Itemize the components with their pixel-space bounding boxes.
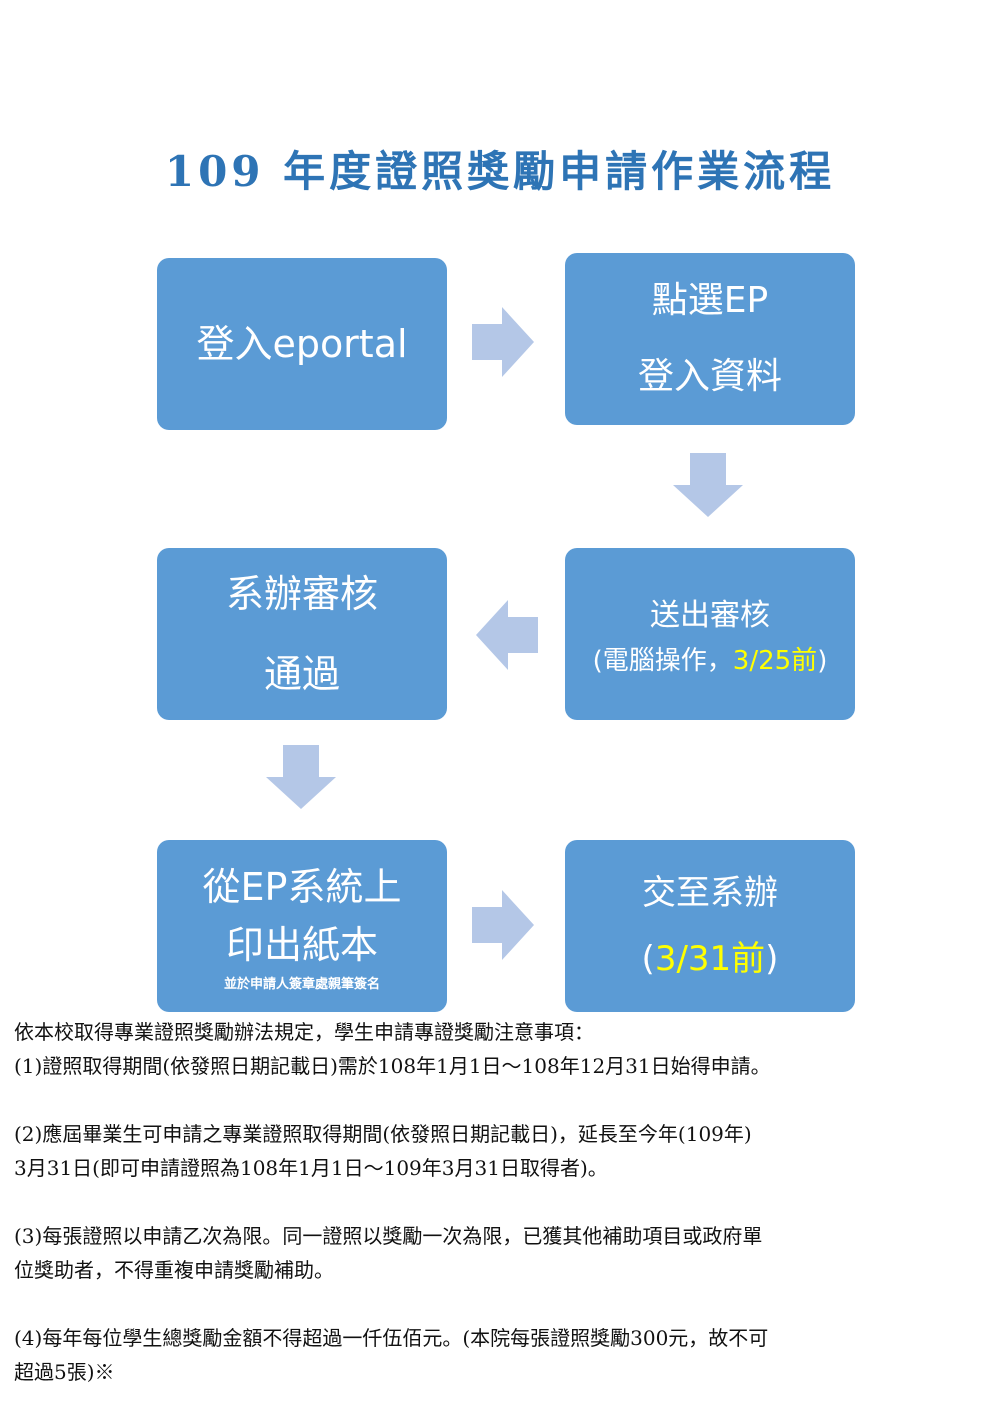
- step3-line1: 送出審核: [650, 598, 770, 633]
- arrow-right-icon: [472, 307, 534, 377]
- notes-intro: 依本校取得專業證照獎勵辦法規定，學生申請專證獎勵注意事項：: [14, 1020, 594, 1044]
- step4-line2: 通過: [263, 652, 340, 696]
- flow-step-print-paper: 從EP系統上 印出紙本 並於申請人簽章處親筆簽名: [157, 840, 447, 1012]
- step6-line2: (3/31前): [641, 939, 779, 979]
- page-title: 109 年度證照獎勵申請作業流程: [164, 147, 836, 196]
- notes-item-2-line1: (2)應屆畢業生可申請之專業證照取得期間(依發照日期記載日)，延長至今年(109…: [14, 1122, 752, 1146]
- step5-line1: 從EP系統上: [202, 865, 402, 909]
- flow-step-select-ep: 點選EP 登入資料: [565, 253, 855, 425]
- flow-step-submit-review: 送出審核 (電腦操作，3/25前): [565, 548, 855, 720]
- notes-section: 依本校取得專業證照獎勵辦法規定，學生申請專證獎勵注意事項： (1)證照取得期間(…: [14, 1015, 986, 1389]
- flow-step-department-review: 系辦審核 通過: [157, 548, 447, 720]
- step2-line1: 點選EP: [651, 280, 769, 321]
- notes-item-4-line1: (4)每年每位學生總獎勵金額不得超過一仟伍佰元。(本院每張證照獎勵300元，故不…: [14, 1326, 769, 1350]
- arrow-right-icon: [472, 890, 534, 960]
- step5-note: 並於申請人簽章處親筆簽名: [223, 977, 380, 992]
- arrow-left-icon: [476, 600, 538, 670]
- notes-item-2-line2: 3月31日(即可申請證照為108年1月1日～109年3月31日取得者)。: [14, 1156, 608, 1180]
- step2-line2: 登入資料: [637, 356, 782, 397]
- deadline-highlight: 3/25前: [732, 646, 818, 676]
- step3-line2: (電腦操作，3/25前): [592, 646, 828, 676]
- step6-line1: 交至系辦: [642, 873, 778, 913]
- step5-line2: 印出紙本: [225, 923, 378, 967]
- step1-label: 登入eportal: [196, 322, 408, 366]
- flow-step-login-eportal: 登入eportal: [157, 258, 447, 430]
- arrow-down-icon: [673, 453, 743, 517]
- arrow-down-icon: [266, 745, 336, 809]
- notes-item-3-line1: (3)每張證照以申請乙次為限。同一證照以獎勵一次為限，已獲其他補助項目或政府單: [14, 1224, 763, 1248]
- notes-item-4-line2: 超過5張)※: [14, 1360, 115, 1384]
- notes-item-3-line2: 位獎助者，不得重複申請獎勵補助。: [14, 1258, 334, 1282]
- flow-step-submit-department: 交至系辦 (3/31前): [565, 840, 855, 1012]
- deadline-highlight: 3/31前: [654, 939, 766, 979]
- step4-line1: 系辦審核: [225, 572, 378, 616]
- notes-item-1: (1)證照取得期間(依發照日期記載日)需於108年1月1日～108年12月31日…: [14, 1054, 771, 1078]
